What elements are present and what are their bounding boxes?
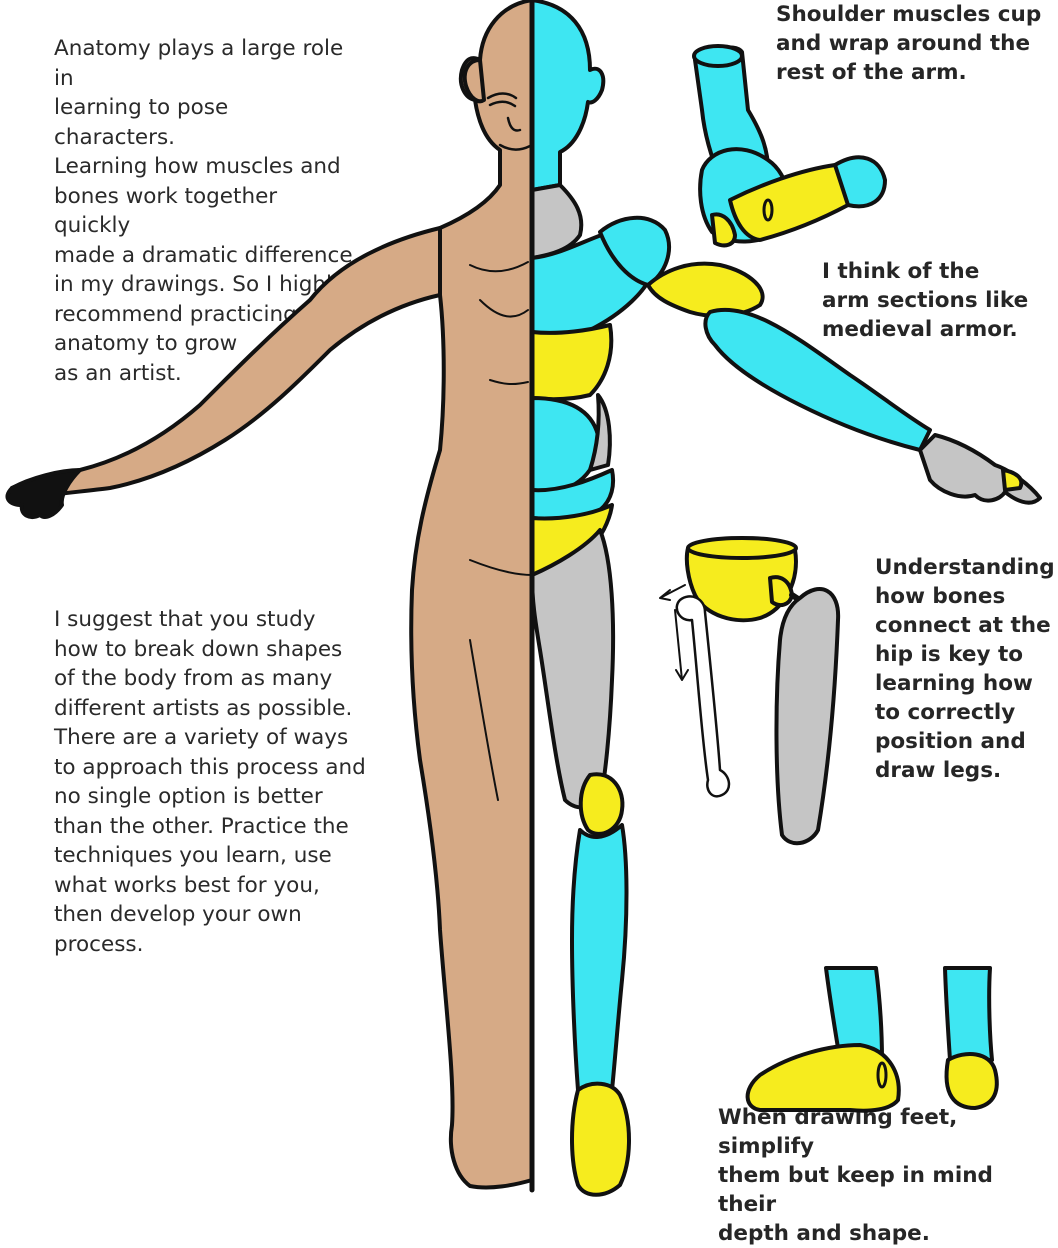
- skin-figure-half: [7, 0, 532, 1187]
- feet-diagram: [748, 968, 997, 1111]
- anatomy-illustration: [0, 0, 1058, 1202]
- arm-armor-diagram: [694, 46, 885, 245]
- hip-bone-diagram: [660, 538, 838, 843]
